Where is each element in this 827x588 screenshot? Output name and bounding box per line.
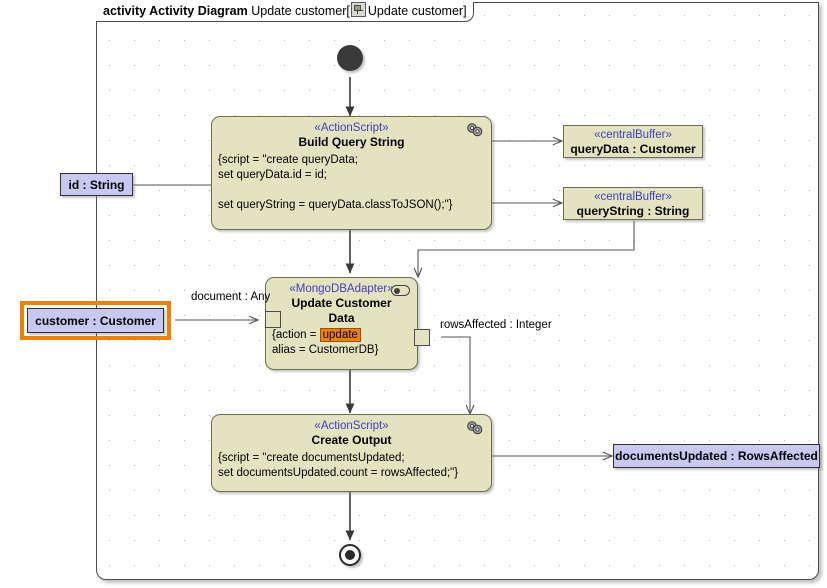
initial-node[interactable] — [337, 45, 363, 71]
edge-label-rows-affected: rowsAffected : Integer — [440, 319, 552, 331]
action-title-line2: Data — [328, 311, 355, 325]
parameter-label: documentsUpdated : RowsAffected — [615, 449, 818, 463]
frame-bracket-close: ] — [463, 4, 467, 18]
parameter-node-customer[interactable]: customer : Customer — [27, 308, 164, 333]
buffer-label: queryString : String — [576, 204, 690, 218]
input-pin-document[interactable] — [265, 311, 281, 328]
output-pin-rows-affected[interactable] — [414, 329, 430, 346]
central-buffer-query-string[interactable]: «centralBuffer» queryString : String — [563, 187, 703, 220]
stereotype-label: «ActionScript» — [314, 122, 389, 134]
action-build-query-string[interactable]: «ActionScript» Build Query String {scrip… — [211, 116, 492, 230]
highlighted-value-update[interactable]: update — [319, 328, 361, 342]
stereotype-label: «MongoDBAdapter» — [289, 283, 394, 295]
parameter-label: customer : Customer — [35, 313, 156, 328]
cogs-icon — [466, 122, 483, 137]
stereotype-label: «centralBuffer» — [594, 191, 672, 203]
action-title: Build Query String — [298, 135, 405, 149]
parameter-node-documents-updated[interactable]: documentsUpdated : RowsAffected — [613, 444, 820, 468]
parameter-node-id[interactable]: id : String — [60, 173, 133, 196]
action-property-alias: alias = CustomerDB} — [272, 344, 379, 356]
edge-label-document-any: document : Any — [191, 291, 271, 303]
action-body-script: {script = "create documentsUpdated; set … — [218, 452, 459, 479]
stereotype-label: «ActionScript» — [314, 420, 389, 432]
action-update-customer-data[interactable]: «MongoDBAdapter» Update Customer Data {a… — [265, 277, 418, 370]
cogs-icon — [466, 420, 483, 435]
activity-final-node[interactable] — [339, 544, 361, 566]
activity-frame-label[interactable]: activity Activity Diagram Update custome… — [96, 2, 474, 22]
action-title: Create Output — [311, 433, 392, 447]
frame-keyword: activity Activity Diagram — [103, 4, 248, 18]
action-title-line1: Update Customer — [291, 296, 392, 310]
frame-diagram-ref: Update customer — [367, 4, 464, 18]
selection-highlight-customer — [20, 301, 171, 340]
central-buffer-query-data[interactable]: «centralBuffer» queryData : Customer — [563, 125, 703, 158]
action-body-properties: {action = update alias = CustomerDB} — [266, 328, 417, 358]
adapter-pill-icon — [391, 285, 410, 296]
frame-bracket-open: [ — [346, 4, 350, 18]
activity-diagram-icon — [350, 2, 366, 17]
frame-name: Update customer — [251, 4, 347, 18]
stereotype-label: «centralBuffer» — [594, 129, 672, 141]
action-property-prefix: {action = — [272, 329, 320, 341]
buffer-label: queryData : Customer — [570, 142, 696, 156]
action-create-output[interactable]: «ActionScript» Create Output {script = "… — [211, 414, 492, 492]
action-body-script: {script = "create queryData; set queryDa… — [218, 154, 453, 211]
parameter-label: id : String — [68, 177, 125, 192]
